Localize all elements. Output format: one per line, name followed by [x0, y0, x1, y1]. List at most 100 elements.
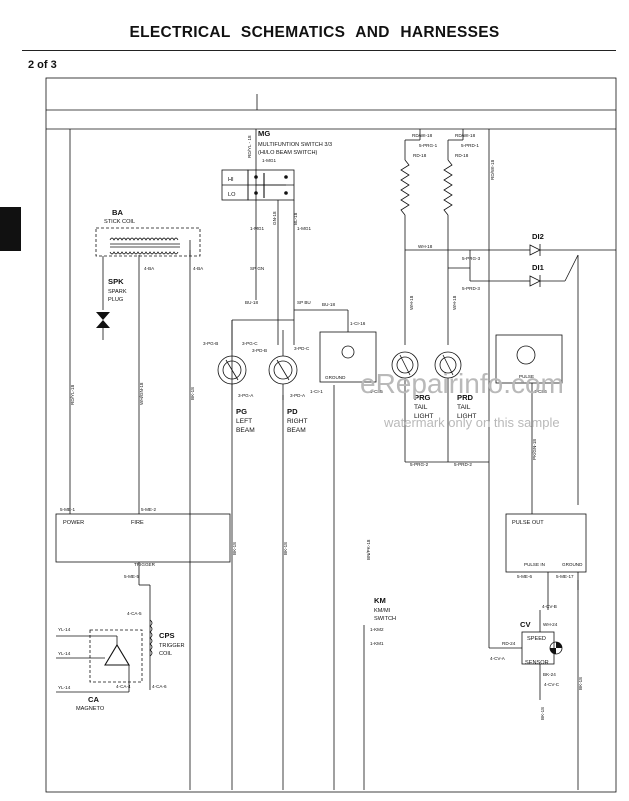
ba-id: BA	[112, 208, 123, 217]
wire-me2: 5-ME-2	[141, 507, 157, 512]
wire-prg3: 5-PRG-3	[462, 256, 481, 261]
wire-pg-b: 3-PG-B	[203, 341, 218, 346]
wire-prg1: 5-PRG-1	[419, 143, 438, 148]
mg-switch	[221, 169, 295, 201]
wire-bu-a: BU-18	[245, 300, 258, 305]
di1-id: DI1	[532, 263, 545, 272]
cluster-module-right	[505, 513, 587, 573]
wire-rd24: RD-24	[502, 641, 516, 646]
diode-di2	[520, 244, 616, 256]
trigger-coil-symbol	[149, 619, 153, 657]
cluster-ground: GROUND	[562, 562, 583, 567]
vwire-wh-b: WH-18	[409, 295, 414, 310]
vwire-bk-cv: BK-18	[540, 707, 545, 720]
pulse-box	[495, 334, 563, 384]
indicator-lamp	[341, 345, 355, 359]
ca-name: MAGNETO	[76, 706, 105, 712]
pulse-box-pin: 1-CI-6	[534, 389, 547, 394]
stick-coil-ba	[95, 227, 201, 310]
di2-id: DI2	[532, 232, 544, 241]
schematic-frame	[45, 77, 617, 793]
resistor-prd	[443, 159, 453, 216]
cv-pin-c: 4-CV-B	[542, 604, 557, 609]
cluster-pulse-in: PULSE IN	[524, 562, 545, 567]
wire-mg1-a: 1-MG1	[250, 226, 264, 231]
prd-line1: TAIL	[457, 404, 471, 411]
km-line1: KM/MI	[374, 608, 391, 614]
page-number: 2 of 3	[28, 59, 57, 71]
cv-id: CV	[520, 620, 531, 629]
vwire-bl: BL-18	[293, 212, 298, 225]
prd-line2: LIGHT	[457, 413, 476, 420]
vwire-pk-gn: PK/GN-18	[532, 439, 537, 460]
km-id: KM	[374, 596, 386, 605]
wire-rd-wh-a: RD/WI-18	[412, 133, 433, 138]
cps-pin-a: 4-CA-6	[152, 684, 167, 689]
ca-id: CA	[88, 695, 99, 704]
prg-line1: TAIL	[414, 404, 428, 411]
pd-id: PD	[287, 407, 298, 416]
title-rule	[22, 50, 616, 51]
ca-pin: 4-CA-4	[116, 684, 131, 689]
km-pin-b: 1-KM1	[370, 641, 384, 646]
lamp-pd	[268, 355, 298, 385]
cluster-power: POWER	[63, 520, 84, 526]
ground-box-pin: 1-CI-1	[310, 389, 323, 394]
mg-line2: (HI/LO BEAM SWITCH)	[258, 150, 317, 156]
pd-line2: BEAM	[287, 427, 306, 434]
mg-hi: HI	[228, 177, 234, 183]
cps-line2: COIL	[159, 651, 172, 657]
spk-line1: SPARK	[108, 289, 127, 295]
wire-me5: 5-ME-5	[124, 574, 140, 579]
spark-plug-symbol	[96, 312, 110, 340]
wire-sp-gn: SP GN	[250, 266, 264, 271]
prg-id: PRG	[414, 393, 431, 402]
ground-box-pin2: 1-CI-5	[370, 389, 383, 394]
wire-prd3: 5-PRD-3	[462, 286, 480, 291]
prd-pin: 5-PRD-2	[454, 462, 472, 467]
cv-pin-b: 4-CV-C	[544, 682, 560, 687]
mg-line1: MULTIFUNTION SWITCH 3/3	[258, 142, 332, 148]
pd-pin: 3-PD-A	[290, 393, 306, 398]
ba-pin-b: 4-BA	[193, 266, 204, 271]
wire-wh24: WH-24	[543, 622, 558, 627]
wire-yl-a: YL-14	[58, 627, 71, 632]
vwire-rd-wh-c: RD/WI-18	[490, 159, 495, 180]
cps-id: CPS	[159, 631, 175, 640]
ground-box-top: 1-CI-16	[350, 321, 366, 326]
cps-line1: TRIGGER	[159, 643, 184, 649]
cv-line2: SENSOR	[525, 660, 549, 666]
pd-line1: RIGHT	[287, 418, 308, 425]
pg-pin: 3-PG-A	[238, 393, 254, 398]
wire-prd1: 5-PRD-1	[461, 143, 479, 148]
vwire-rd-yl-left: RD/YL-18	[70, 384, 75, 405]
vwire-bk-c: BK-18	[283, 542, 288, 555]
magneto-symbol	[56, 629, 143, 693]
vwire-bk-right: BK-18	[578, 677, 583, 690]
wire-pd-c: 3-PD-C	[294, 346, 310, 351]
cluster-module-left	[55, 513, 231, 563]
vwire-gn: GN-18	[272, 211, 277, 225]
resistor-prg	[400, 159, 410, 216]
wire-pg-c: 3-PG-C	[242, 341, 258, 346]
vwire-bn-pk: BN/PK-18	[366, 539, 371, 560]
cv-line1: SPEED	[527, 636, 546, 642]
gauge-icon	[516, 345, 536, 365]
ba-name: STICK COIL	[104, 219, 135, 225]
wire-me6: 5-ME-6	[517, 574, 533, 579]
prd-id: PRD	[457, 393, 474, 402]
spk-id: SPK	[108, 277, 124, 286]
km-line2: SWITCH	[374, 616, 396, 622]
spk-line2: PLUG	[108, 297, 123, 303]
wire-rd-wh-b: RD/WI-18	[455, 133, 476, 138]
cluster-fire: FIRE	[131, 520, 144, 526]
mg-lo: LO	[228, 192, 236, 198]
pulse-box-label: PULSE	[519, 374, 534, 379]
speed-sensor-cv	[489, 610, 563, 700]
pg-line1: LEFT	[236, 418, 252, 425]
wire-me1: 5-ME-1	[60, 507, 76, 512]
wire-rd-b: RD-18	[455, 153, 469, 158]
vwire-wh-gn: WH/GN-18	[139, 382, 144, 405]
wire-rd-a: RD-18	[413, 153, 427, 158]
